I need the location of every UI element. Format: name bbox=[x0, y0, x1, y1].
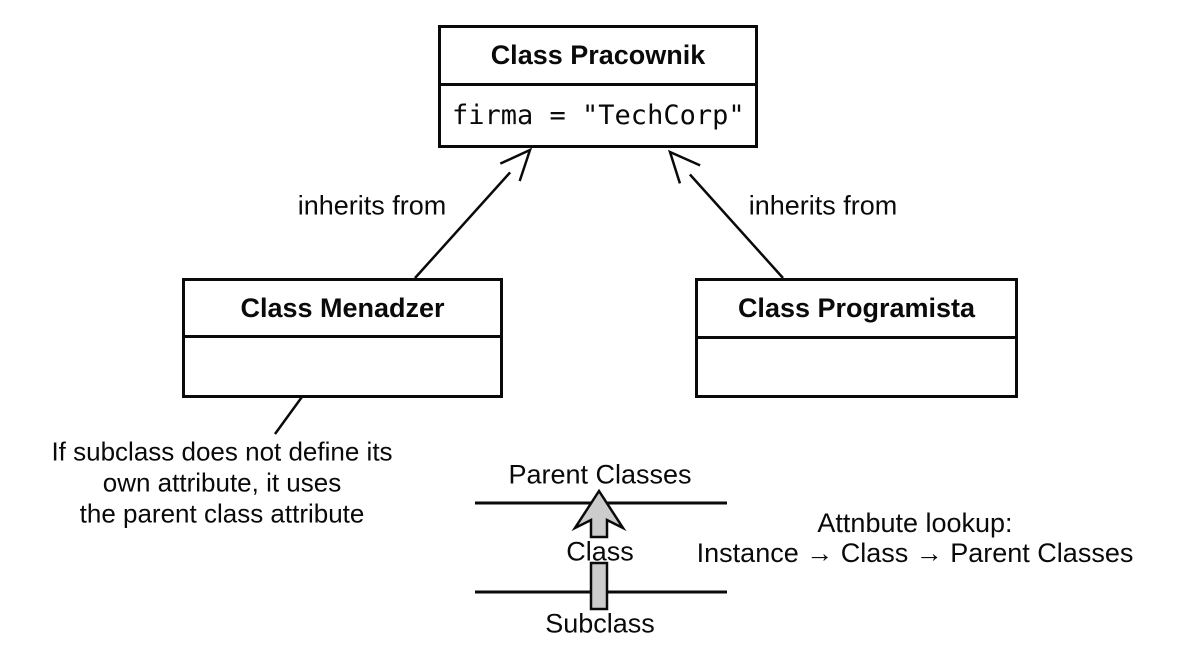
class-box-pracownik-attribute: firma = "TechCorp" bbox=[452, 100, 745, 131]
open-arrowhead-left-icon bbox=[499, 147, 533, 182]
class-box-menadzer-attribute bbox=[185, 338, 500, 395]
lookup-block: Attnbute lookup: Instance → Class → Pare… bbox=[697, 508, 1134, 568]
inheritance-edge-left bbox=[414, 156, 525, 279]
class-box-menadzer: Class Menadzer bbox=[182, 278, 503, 398]
edge-label-inherits-right: inherits from bbox=[748, 190, 898, 221]
class-box-pracownik-title: Class Pracownik bbox=[441, 28, 755, 86]
lookup-heading: Attnbute lookup: bbox=[817, 508, 1013, 538]
class-box-programista-title: Class Programista bbox=[698, 281, 1015, 339]
inheritance-edge-right bbox=[675, 158, 784, 279]
legend-label-class: Class bbox=[566, 536, 634, 567]
legend-up-arrow-icon bbox=[571, 488, 627, 539]
open-arrowhead-right-icon bbox=[667, 149, 701, 184]
class-box-pracownik: Class Pracownik firma = "TechCorp" bbox=[438, 25, 758, 148]
legend-label-subclass: Subclass bbox=[545, 608, 655, 639]
legend-shaft-bar-icon bbox=[589, 561, 609, 611]
class-box-programista: Class Programista bbox=[695, 278, 1018, 398]
class-box-programista-attribute bbox=[698, 339, 1015, 395]
legend-label-parent-classes: Parent Classes bbox=[508, 459, 692, 490]
class-box-menadzer-title: Class Menadzer bbox=[185, 281, 500, 338]
lookup-chain: Instance → Class → Parent Classes bbox=[696, 538, 1134, 568]
edge-label-inherits-left: inherits from bbox=[297, 190, 447, 221]
annotation-text: If subclass does not define its own attr… bbox=[51, 436, 393, 529]
